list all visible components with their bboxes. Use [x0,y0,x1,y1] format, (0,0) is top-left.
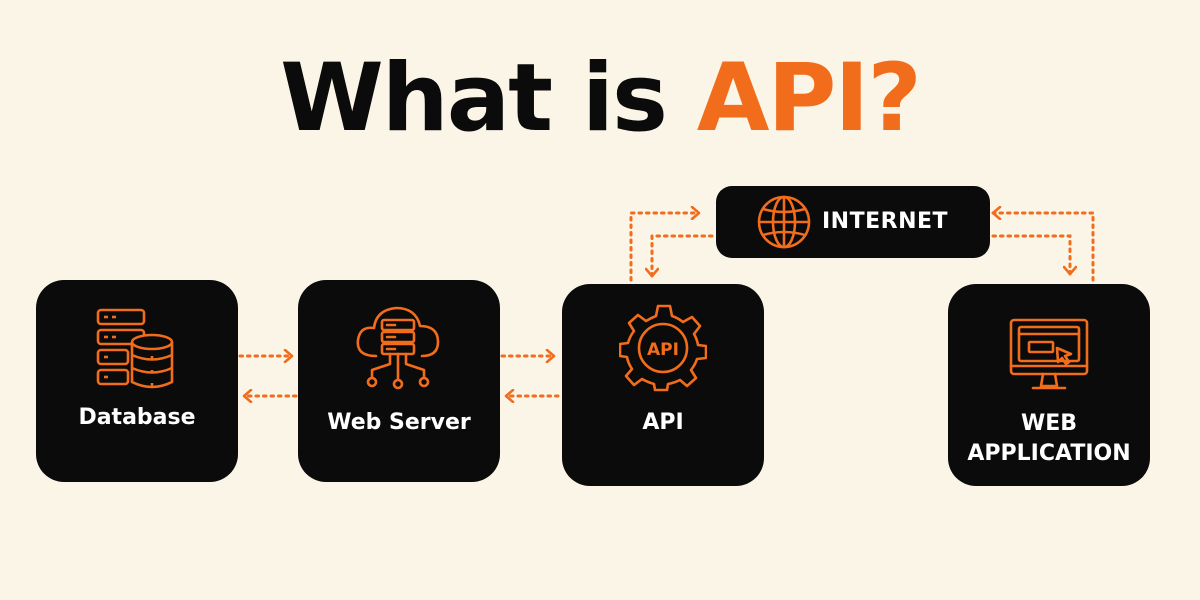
internet-node: INTERNET [716,186,990,258]
connector-internet-to-api [652,234,714,278]
title-prefix: What is [280,44,697,153]
database-node: Database [36,280,238,482]
database-label: Database [78,405,196,430]
api-icon-text: API [647,340,679,360]
title-highlight: API? [696,44,922,153]
globe-icon [757,195,811,249]
web-server-label: Web Server [327,410,471,435]
connector-webapp-to-internet [991,213,1095,282]
database-server-icon [96,308,174,389]
page-title: What is API? [0,44,1200,154]
cloud-server-icon [356,306,440,390]
api-label: API [642,410,684,435]
web-application-label-line1: WEB [1020,411,1078,436]
api-node: API API [562,284,764,486]
connector-api-to-internet [629,213,701,282]
web-server-node: Web Server [298,280,500,482]
web-application-label-line2: APPLICATION [967,441,1131,466]
monitor-browser-icon [1009,318,1089,390]
web-application-node: WEB APPLICATION [948,284,1150,486]
connector-internet-to-webapp [991,234,1070,276]
internet-label: INTERNET [822,209,949,234]
api-gear-icon: API [619,304,707,392]
